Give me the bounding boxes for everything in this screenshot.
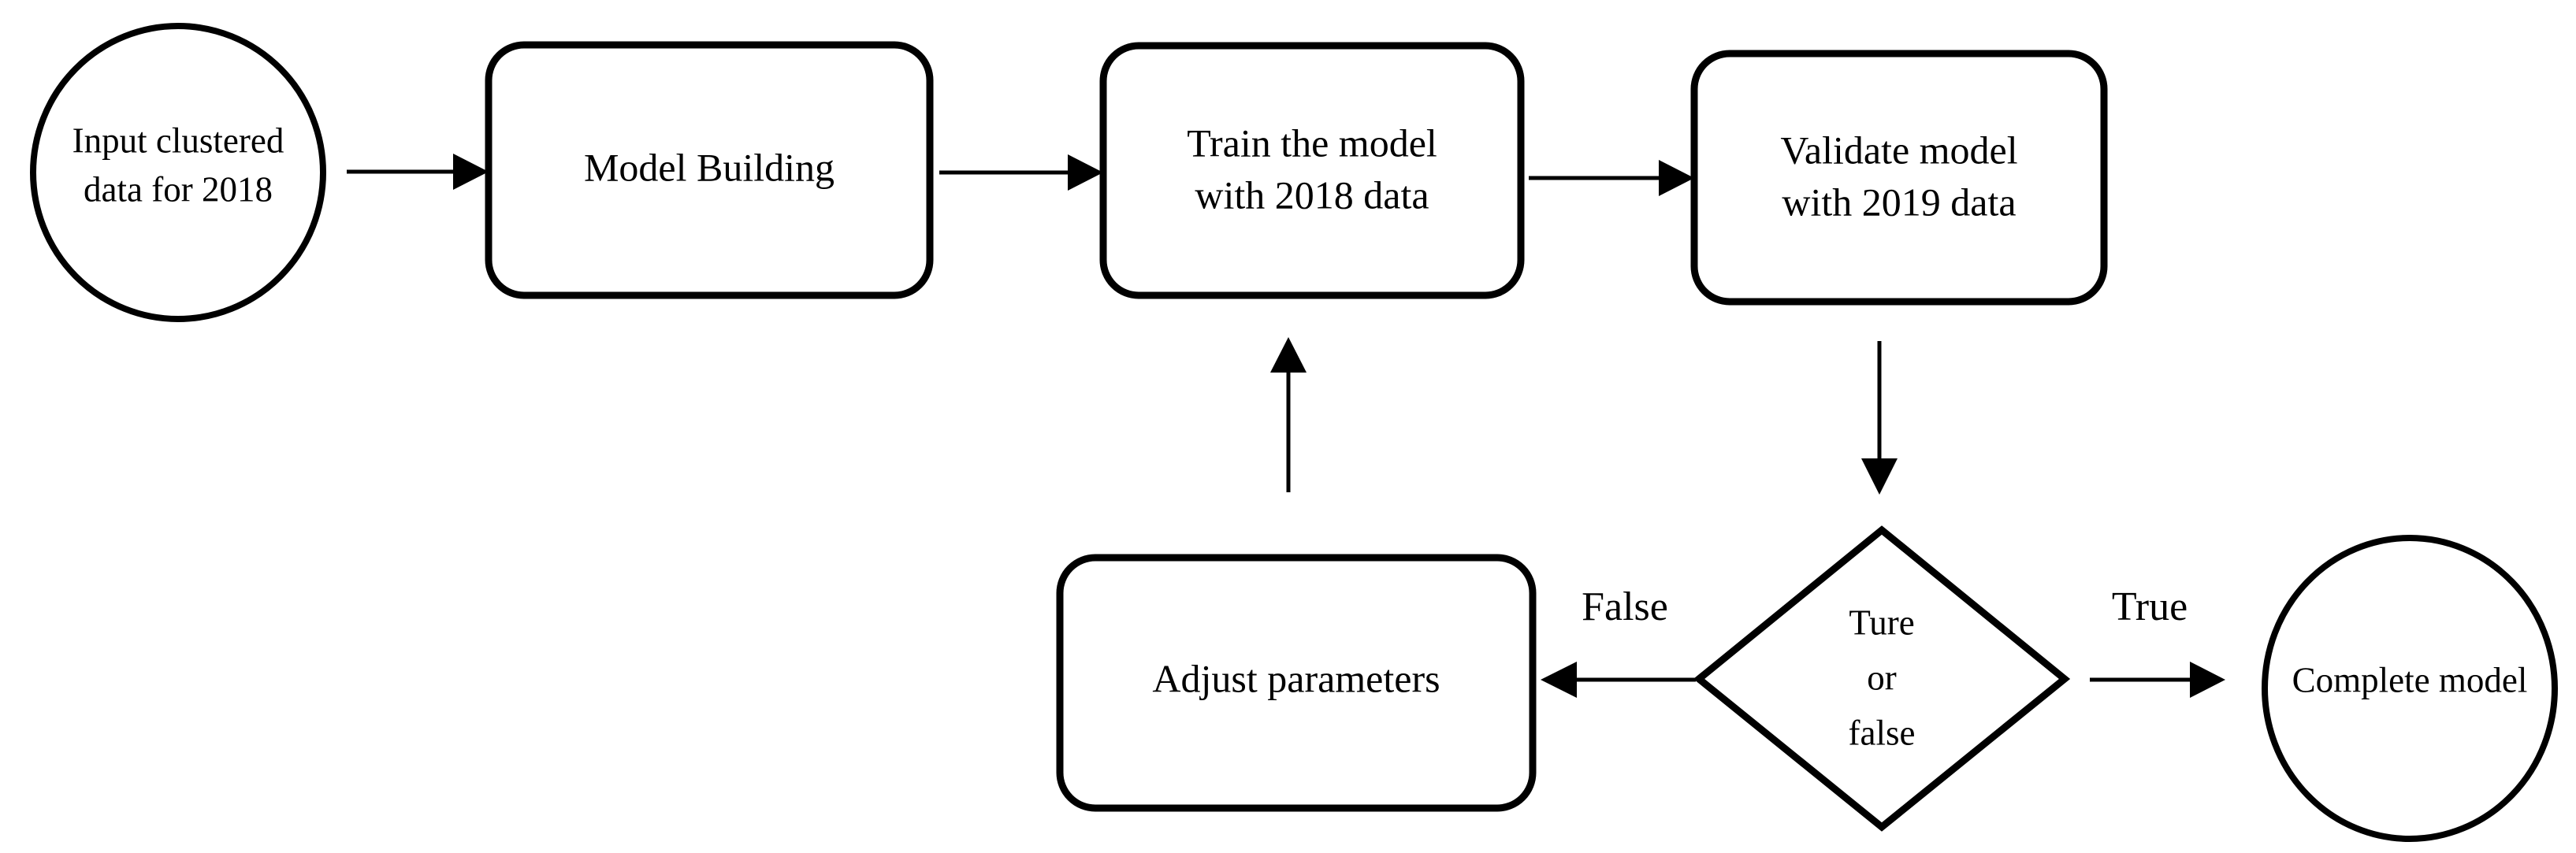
arrowhead-icon xyxy=(1861,458,1898,495)
validate-model-label-line1: Validate model xyxy=(1780,128,2017,172)
edge-validate-to-decision xyxy=(1861,341,1898,495)
edge-input-to-model-building xyxy=(347,154,489,190)
node-input-data[interactable]: Input clustered data for 2018 xyxy=(30,23,326,322)
model-building-box[interactable] xyxy=(485,41,934,299)
arrowhead-icon xyxy=(1541,662,1577,698)
input-data-label-line2: data for 2018 xyxy=(84,169,273,209)
edge-label-true: True xyxy=(2112,584,2188,629)
model-building-label: Model Building xyxy=(584,145,835,189)
edge-adjust-parameters-to-train xyxy=(1270,337,1307,492)
arrowhead-icon xyxy=(1068,154,1103,191)
arrowhead-icon xyxy=(1659,160,1694,196)
node-decision[interactable]: Ture or false xyxy=(1693,525,2071,832)
input-data-ellipse[interactable] xyxy=(30,23,326,322)
edge-train-to-validate xyxy=(1529,160,1694,196)
adjust-parameters-label: Adjust parameters xyxy=(1152,656,1440,700)
decision-diamond[interactable] xyxy=(1693,525,2071,832)
train-model-label-line2: with 2018 data xyxy=(1195,172,1429,217)
edge-decision-to-adjust-parameters: False xyxy=(1541,584,1696,698)
arrowhead-icon xyxy=(453,154,489,190)
decision-label-line2: or xyxy=(1867,658,1897,697)
node-model-building[interactable]: Model Building xyxy=(485,41,934,299)
adjust-parameters-box[interactable] xyxy=(1056,554,1537,812)
validate-model-label-line2: with 2019 data xyxy=(1782,180,2016,224)
complete-model-ellipse[interactable] xyxy=(2262,535,2558,842)
node-adjust-parameters[interactable]: Adjust parameters xyxy=(1056,554,1537,812)
node-train-model[interactable]: Train the model with 2018 data xyxy=(1099,42,1525,299)
node-validate-model[interactable]: Validate model with 2019 data xyxy=(1690,50,2108,306)
input-data-label-line1: Input clustered xyxy=(72,121,284,160)
node-complete-model[interactable]: Complete model xyxy=(2262,535,2558,842)
arrowhead-icon xyxy=(2190,662,2225,698)
train-model-box[interactable] xyxy=(1099,42,1525,299)
validate-model-box[interactable] xyxy=(1690,50,2108,306)
edge-label-false: False xyxy=(1582,584,1668,629)
decision-label-line1: Ture xyxy=(1849,603,1914,642)
complete-model-label: Complete model xyxy=(2292,660,2528,699)
arrowhead-icon xyxy=(1270,337,1307,373)
edge-decision-to-complete-model: True xyxy=(2090,584,2225,698)
train-model-label-line1: Train the model xyxy=(1187,121,1437,165)
decision-label-line3: false xyxy=(1849,713,1916,752)
edge-model-building-to-train xyxy=(939,154,1103,191)
